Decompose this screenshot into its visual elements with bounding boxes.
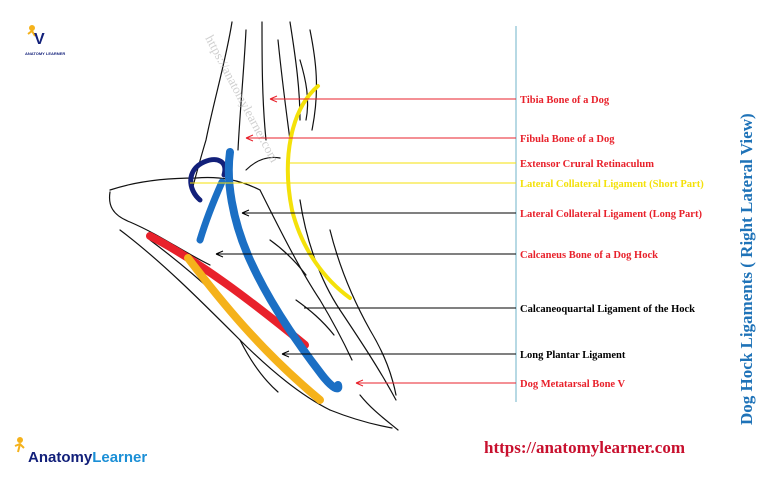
logo-top-v-glyph: V bbox=[34, 31, 45, 48]
label-long-plantar: Long Plantar Ligament bbox=[520, 350, 626, 361]
brand-anatomy: Anatomy bbox=[28, 449, 93, 466]
logo-top: V ANATOMY LEARNER bbox=[25, 25, 65, 56]
arrowhead-metatarsal bbox=[355, 379, 364, 387]
orange-ligament-band bbox=[184, 254, 324, 404]
label-metatarsal: Dog Metatarsal Bone V bbox=[520, 379, 625, 390]
label-tibia: Tibia Bone of a Dog bbox=[520, 95, 610, 106]
site-url: https://anatomylearner.com bbox=[484, 438, 685, 457]
navy-short-ligament bbox=[188, 157, 228, 203]
brand-learner: Learner bbox=[92, 449, 147, 466]
logo-top-figure-body bbox=[27, 29, 36, 37]
logo-figure-body-icon bbox=[14, 442, 25, 453]
label-fibula: Fibula Bone of a Dog bbox=[520, 134, 615, 145]
arrowhead-fibula bbox=[245, 134, 254, 142]
label-long-part: Lateral Collateral Ligament (Long Part) bbox=[520, 209, 702, 220]
logo-bottom: AnatomyLearner bbox=[14, 437, 147, 466]
label-short-part: Lateral Collateral Ligament (Short Part) bbox=[520, 179, 704, 190]
arrowhead-long-part bbox=[241, 209, 250, 217]
arrowhead-long-plantar bbox=[281, 350, 290, 358]
blue-long-ligament bbox=[224, 148, 343, 393]
label-calcaneoquartal: Calcaneoquartal Ligament of the Hock bbox=[520, 304, 695, 315]
red-ligament-band bbox=[146, 232, 309, 349]
label-retinaculum: Extensor Crural Retinaculum bbox=[520, 159, 654, 170]
blue-calcaneoquartal-ligament bbox=[196, 178, 226, 244]
logo-top-figure-icon bbox=[29, 25, 35, 31]
yellow-retinaculum-curve bbox=[285, 84, 352, 300]
limb-outline bbox=[108, 21, 399, 431]
svg-text:AnatomyLearner: AnatomyLearner bbox=[28, 449, 147, 466]
logo-figure-head-icon bbox=[17, 437, 23, 443]
side-title: Dog Hock Ligaments ( Right Lateral View) bbox=[737, 113, 756, 425]
pointer-lines bbox=[190, 95, 516, 387]
arrowhead-tibia bbox=[269, 95, 278, 103]
label-calcaneus: Calcaneus Bone of a Dog Hock bbox=[520, 250, 658, 261]
arrowhead-calcaneus bbox=[215, 250, 224, 258]
logo-top-text: ANATOMY LEARNER bbox=[25, 51, 65, 56]
label-list: Tibia Bone of a Dog Fibula Bone of a Dog… bbox=[520, 95, 704, 390]
